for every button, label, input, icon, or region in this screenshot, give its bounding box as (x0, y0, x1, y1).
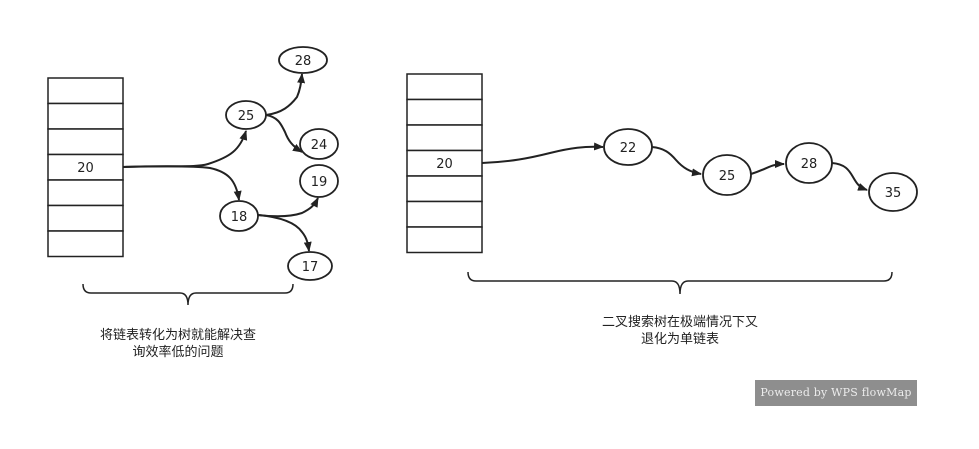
right-table-cell (406, 73, 483, 101)
edge-20-to-22 (481, 142, 604, 164)
right-table-value: 20 (436, 157, 453, 172)
node-19 (299, 164, 339, 198)
right-table-cell (406, 98, 483, 126)
node-28-right-label: 28 (801, 157, 818, 172)
node-28-right (785, 142, 833, 184)
edge-25-to-24 (265, 114, 303, 153)
node-28 (278, 46, 328, 74)
left-table-cell (47, 204, 124, 232)
right-brace (467, 271, 893, 295)
right-hash-table (406, 73, 483, 254)
node-25 (225, 100, 267, 130)
edge-25-to-28 (265, 73, 306, 116)
left-table-cell (47, 230, 124, 258)
node-35-label: 35 (885, 186, 902, 201)
right-caption-line1: 二叉搜索树在极端情况下又 (601, 315, 758, 330)
node-24 (299, 128, 339, 160)
right-table-cell (406, 200, 483, 228)
right-table-cell (406, 226, 483, 254)
edge-20-to-18 (122, 165, 242, 201)
right-chain-labels: 22 25 28 35 (620, 141, 902, 201)
left-table-cell (47, 179, 124, 207)
right-caption: 二叉搜索树在极端情况下又 退化为单链表 (580, 314, 780, 348)
node-25-right-label: 25 (719, 169, 736, 184)
left-table-cell (47, 77, 124, 105)
left-table-cell (47, 102, 124, 130)
node-35 (868, 172, 918, 212)
node-28-label: 28 (295, 54, 312, 69)
right-chain-nodes (603, 128, 918, 212)
right-table-cell (406, 124, 483, 152)
node-25-right (702, 154, 752, 196)
left-table-value: 20 (77, 161, 94, 176)
node-22-label: 22 (620, 141, 637, 156)
left-tree-edges (122, 73, 319, 252)
node-18-label: 18 (231, 210, 248, 225)
node-17-label: 17 (302, 260, 319, 275)
watermark-badge: Powered by WPS flowMap (755, 380, 917, 406)
left-caption-line1: 将链表转化为树就能解决查 (99, 328, 256, 343)
edge-18-to-17 (257, 214, 312, 252)
right-caption-line2: 退化为单链表 (640, 332, 719, 347)
left-hash-table (47, 77, 124, 258)
left-table-cell (47, 128, 124, 156)
node-25-label: 25 (238, 109, 255, 124)
left-tree-nodes (219, 46, 339, 281)
left-brace (82, 283, 294, 306)
right-table-cell (406, 175, 483, 203)
left-caption-line2: 询效率低的问题 (132, 345, 224, 360)
left-tree-labels: 25 28 24 18 19 17 (231, 54, 328, 275)
node-19-label: 19 (311, 175, 328, 190)
node-22 (603, 128, 653, 166)
edge-18-to-19 (257, 197, 319, 218)
edge-25-to-28 (750, 160, 785, 175)
left-caption: 将链表转化为树就能解决查 询效率低的问题 (78, 327, 278, 361)
node-24-label: 24 (311, 138, 328, 153)
left-table-cell-highlight (47, 153, 124, 181)
edge-28-to-35 (831, 162, 868, 191)
node-18 (219, 200, 259, 232)
node-17 (287, 251, 333, 281)
right-chain-edges (481, 142, 868, 191)
edge-20-to-25 (122, 130, 248, 168)
edge-22-to-25 (651, 146, 702, 177)
